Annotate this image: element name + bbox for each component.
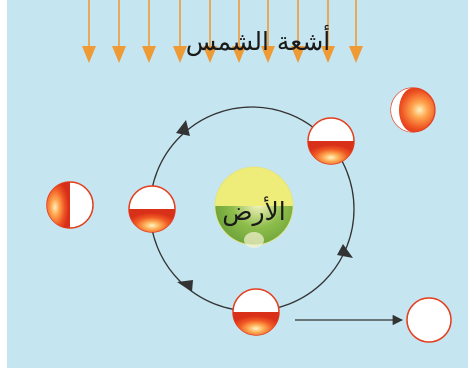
moon-phase-full [406,297,452,343]
moon-orbit-bottom [232,288,280,336]
sun-ray-arrowhead-8 [291,46,305,63]
orbit-arrow-top [176,120,190,136]
sun-ray-arrowhead-4 [173,46,187,63]
orbit-arrow-bottom-left [177,280,193,292]
sun-ray-arrowhead-7 [261,46,275,63]
sun-ray-arrowhead-1 [82,46,96,63]
moon-orbit-left [128,185,176,233]
earth [214,166,294,248]
sun-ray-arrowhead-5 [203,46,217,63]
sun-ray-arrowhead-9 [321,46,335,63]
sun-rays-label: أشعة الشمس [186,24,331,57]
moon-orbit-right [307,117,355,165]
moon-phase-half-left [46,181,94,229]
orbit-arrow-right [337,244,353,258]
sun-ray-arrowhead-6 [232,46,246,63]
sun-ray-arrowhead-10 [349,46,363,63]
sun-ray-arrowhead-2 [112,46,126,63]
sun-ray-arrowhead-3 [142,46,156,63]
sun-rays [82,0,363,63]
moon-phase-crescent [390,87,436,133]
earth-label: الأرض [222,195,286,227]
